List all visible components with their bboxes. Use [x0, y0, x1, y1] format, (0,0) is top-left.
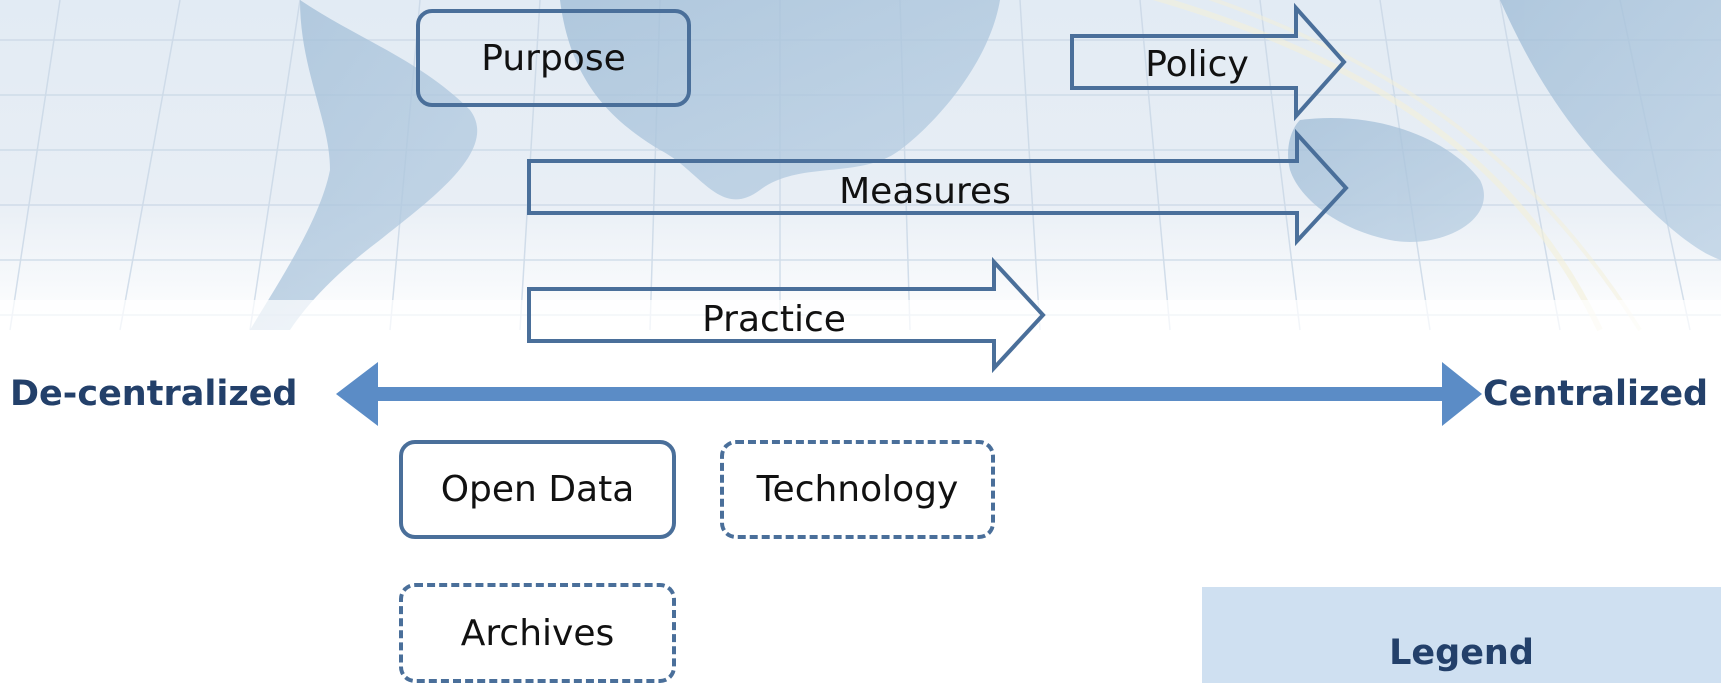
practice-arrow: Practice [527, 256, 1046, 374]
technology-box: Technology [720, 440, 995, 539]
centralization-axis [336, 362, 1482, 426]
practice-label: Practice [702, 299, 846, 340]
measures-label: Measures [839, 171, 1011, 212]
open-data-box: Open Data [399, 440, 676, 539]
legend-panel: Legend [1202, 587, 1721, 683]
policy-label: Policy [1145, 44, 1249, 85]
measures-arrow: Measures [527, 128, 1349, 247]
policy-arrow: Policy [1070, 2, 1347, 122]
legend-title: Legend [1389, 633, 1534, 673]
centralized-label: Centralized [1483, 374, 1709, 414]
purpose-box: Purpose [416, 9, 691, 107]
archives-box: Archives [399, 583, 676, 683]
decentralized-label: De-centralized [10, 374, 298, 414]
